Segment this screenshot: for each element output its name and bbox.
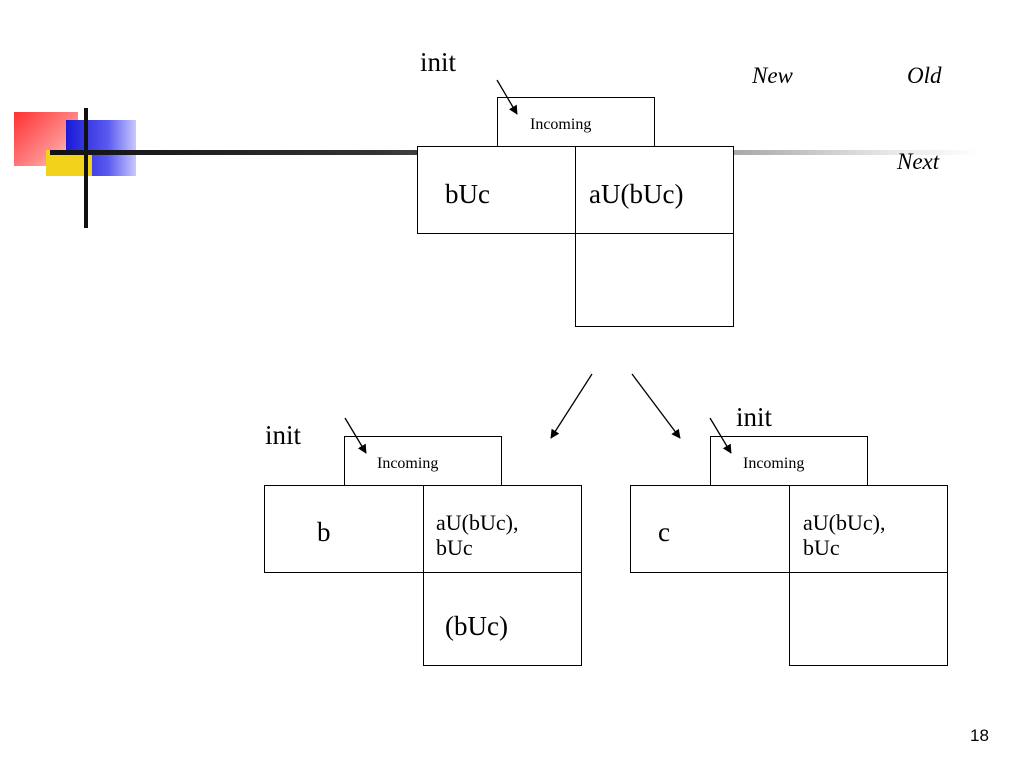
left-init-label: init [265, 420, 302, 450]
slide-number: 18 [970, 726, 989, 745]
left-old-cell: aU(bUc), bUc [423, 485, 582, 573]
right-old-line1: aU(bUc), [803, 510, 886, 535]
left-init-arrow [344, 417, 367, 454]
branch-arrow-left [550, 373, 593, 439]
top-old-cell: aU(bUc) [575, 146, 734, 234]
right-old-line2: bUc [803, 535, 840, 561]
left-new-text: b [317, 517, 331, 547]
legend-new: New [752, 63, 793, 88]
left-old-line2: bUc [436, 535, 473, 561]
branch-arrow-right [631, 373, 681, 439]
right-init-label: init [736, 402, 773, 432]
left-old-text: aU(bUc), bUc [436, 510, 518, 561]
top-new-text: bUc [445, 179, 490, 209]
right-incoming-label: Incoming [743, 455, 805, 472]
top-init-label: init [420, 47, 457, 77]
left-next-cell: (bUc) [423, 572, 582, 666]
left-next-text: (bUc) [445, 611, 508, 641]
top-init-arrow [496, 79, 518, 115]
top-old-text: aU(bUc) [589, 179, 684, 209]
legend-next: Next [897, 149, 940, 174]
right-incoming-box: Incoming [710, 436, 868, 486]
logo-vertical-bar [84, 108, 88, 228]
right-new-text: c [658, 517, 670, 547]
legend-old: Old [907, 63, 942, 88]
top-incoming-label: Incoming [530, 116, 592, 133]
slide-logo [0, 100, 160, 240]
right-next-cell [789, 572, 948, 666]
top-next-cell [575, 233, 734, 327]
left-incoming-label: Incoming [377, 455, 439, 472]
right-old-text: aU(bUc), bUc [803, 510, 885, 561]
right-old-cell: aU(bUc), bUc [789, 485, 948, 573]
right-new-cell: c [630, 485, 790, 573]
right-init-arrow [709, 417, 732, 454]
left-old-line1: aU(bUc), [436, 510, 519, 535]
left-new-cell: b [264, 485, 424, 573]
top-new-cell: bUc [417, 146, 576, 234]
